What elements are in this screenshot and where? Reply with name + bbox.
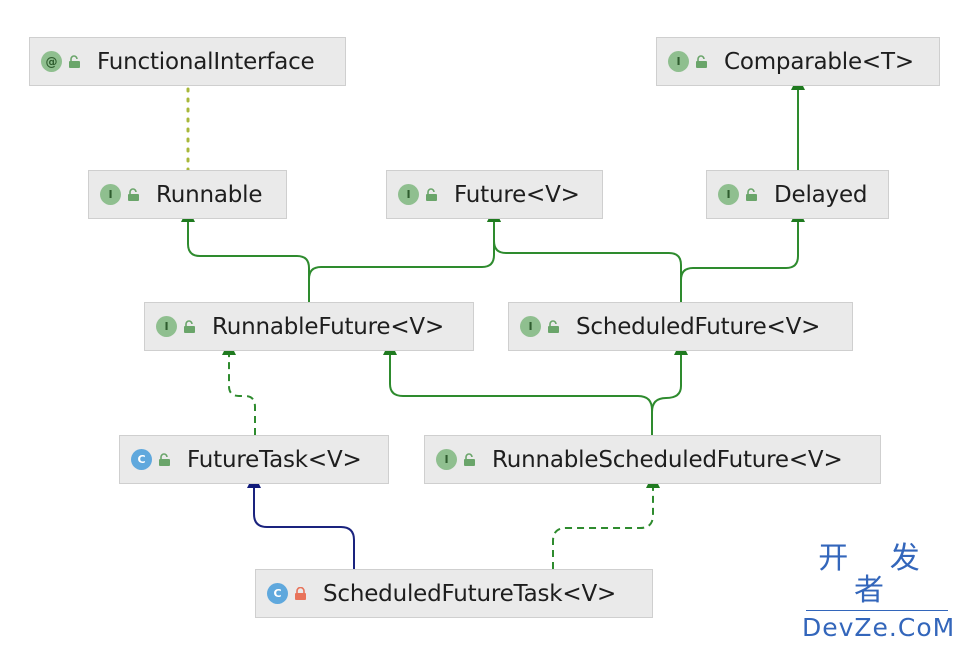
node-label: ScheduledFutureTask<V> (323, 580, 617, 607)
edge-runnablefuture-runnable (181, 208, 310, 302)
public-access-icon (184, 319, 195, 333)
interface-badge-icon: I (668, 51, 689, 72)
node-label: RunnableFuture<V> (212, 313, 445, 340)
interface-badge-icon: I (520, 316, 541, 337)
node-label: Delayed (774, 181, 868, 208)
edge-scheduledfuture-future (487, 208, 682, 302)
edge-runnablefuture-future (308, 208, 501, 302)
node-runnable-scheduled-future[interactable]: I RunnableScheduledFuture<V> (424, 435, 881, 484)
public-access-icon (159, 452, 170, 466)
edge-sft-futuretask (247, 474, 355, 569)
watermark: 开 发 者 DevZe.CoM (802, 541, 956, 642)
edge-futuretask-runnablefuture (222, 341, 256, 435)
node-label: Comparable<T> (724, 48, 914, 75)
public-access-icon (548, 319, 559, 333)
node-runnable-future[interactable]: I RunnableFuture<V> (144, 302, 474, 351)
edge-scheduledfuture-delayed (680, 208, 805, 302)
node-label: RunnableScheduledFuture<V> (492, 446, 843, 473)
node-scheduled-future-task[interactable]: C ScheduledFutureTask<V> (255, 569, 653, 618)
interface-badge-icon: I (436, 449, 457, 470)
public-access-icon (426, 187, 437, 201)
public-access-icon (696, 54, 707, 68)
node-label: FunctionalInterface (97, 48, 315, 75)
node-comparable[interactable]: I Comparable<T> (656, 37, 940, 86)
node-label: FutureTask<V> (187, 446, 362, 473)
edge-rsf-runnablefuture (383, 341, 653, 436)
node-functional-interface[interactable]: @ FunctionalInterface (29, 37, 346, 86)
node-future[interactable]: I Future<V> (386, 170, 603, 219)
node-label: Runnable (156, 181, 263, 208)
interface-badge-icon: I (100, 184, 121, 205)
public-access-icon (128, 187, 139, 201)
node-label: Future<V> (454, 181, 580, 208)
watermark-divider (806, 610, 948, 611)
watermark-chinese: 开 发 者 (818, 541, 936, 608)
node-label: ScheduledFuture<V> (576, 313, 821, 340)
node-future-task[interactable]: C FutureTask<V> (119, 435, 389, 484)
edge-rsf-scheduledfuture (651, 341, 688, 436)
class-badge-icon: C (267, 583, 288, 604)
edge-sft-rsf (552, 474, 660, 569)
node-scheduled-future[interactable]: I ScheduledFuture<V> (508, 302, 853, 351)
watermark-english: DevZe.CoM (802, 613, 956, 642)
interface-badge-icon: I (718, 184, 739, 205)
public-access-icon (746, 187, 757, 201)
private-access-icon (295, 586, 306, 600)
public-access-icon (69, 54, 80, 68)
interface-badge-icon: I (398, 184, 419, 205)
node-runnable[interactable]: I Runnable (88, 170, 287, 219)
class-badge-icon: C (131, 449, 152, 470)
interface-badge-icon: I (156, 316, 177, 337)
annotation-badge-icon: @ (41, 51, 62, 72)
node-delayed[interactable]: I Delayed (706, 170, 889, 219)
public-access-icon (464, 452, 475, 466)
